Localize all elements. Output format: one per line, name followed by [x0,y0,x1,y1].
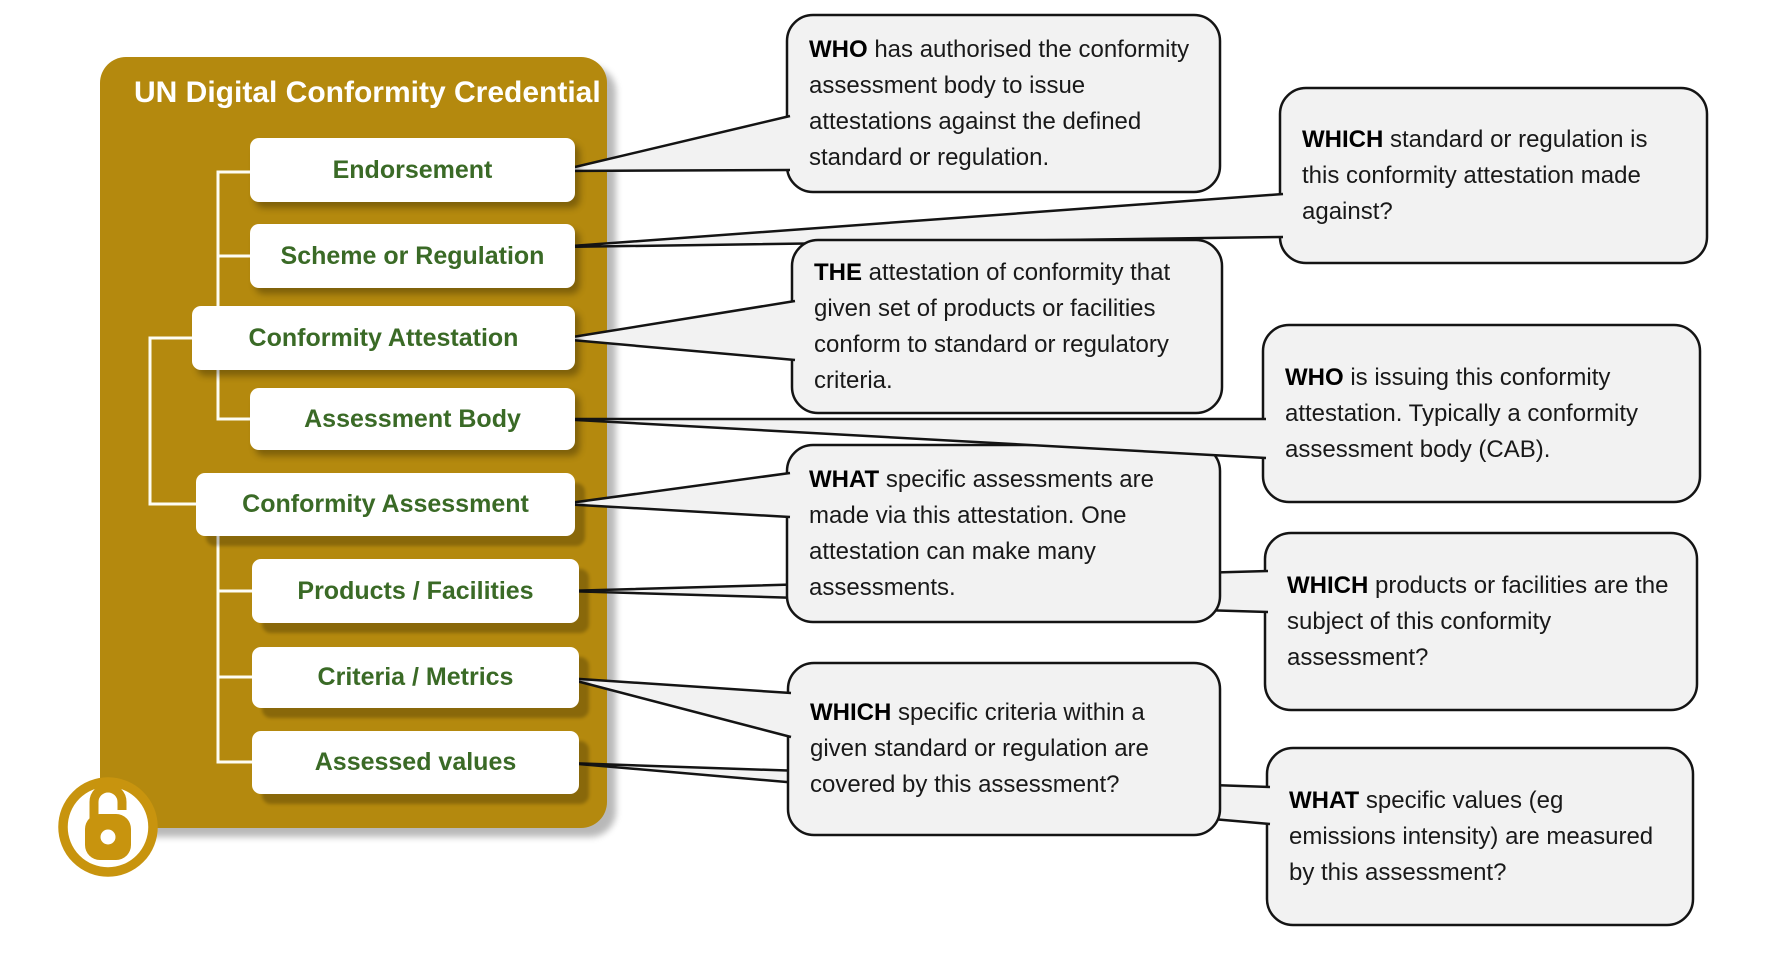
callout-tail [560,471,791,519]
tree-node-label: Scheme or Regulation [280,241,545,270]
callout-tail [558,299,796,362]
callout-which-standard [556,86,1709,265]
callout-text-which-products: WHICH products or facilities are the sub… [1287,543,1675,700]
tree-node-label: Conformity Attestation [248,323,519,352]
callout-the-attestation [558,238,1224,415]
callout-body: specific values (eg emissions intensity)… [1289,786,1654,886]
connector-assessment-children [216,536,252,764]
connector-attestation-body [216,370,250,421]
callout-lead: WHAT [809,465,880,493]
tree-node-label: Criteria / Metrics [317,663,514,691]
callout-body: products or facilities are the subject o… [1287,571,1669,671]
tree-node-scheme-or-regulation: Scheme or Regulation [250,224,575,288]
callout-text-who-authorised: WHO has authorised the conformity assess… [809,25,1198,182]
connector-attestation-assessment [148,336,196,506]
tree-node-label: Assessed values [314,748,517,776]
callout-body: attestation of conformity that given set… [814,258,1171,394]
callout-text-who-issuing: WHO is issuing this conformity attestati… [1285,335,1678,492]
callout-text-which-criteria: WHICH specific criteria within a given s… [810,673,1198,825]
tree-node-products-facilities: Products / Facilities [252,559,579,623]
tree-node-assessment-body: Assessment Body [250,388,575,450]
callout-bubble [1265,746,1695,927]
callout-lead: THE [814,258,862,286]
tree-node-conformity-attestation: Conformity Attestation [192,306,575,370]
tree-node-endorsement: Endorsement [250,138,575,202]
panel-title: UN Digital Conformity Credential [134,76,601,109]
callout-who-issuing [556,323,1702,504]
callout-tail [563,676,792,739]
tree-node-label: Assessment Body [304,404,521,433]
callout-text-the-attestation: THE attestation of conformity that given… [814,250,1200,403]
callout-who-authorised [556,13,1222,194]
tree-node-assessed-values: Assessed values [252,731,579,794]
callout-lead: WHO [809,35,868,63]
callout-lead: WHO [1285,363,1344,391]
tree-node-conformity-assessment: Conformity Assessment [196,473,575,536]
callout-body: specific criteria within a given standar… [810,699,1149,798]
lock-keyhole [100,829,116,845]
tree-node-label: Endorsement [332,155,493,184]
callout-bubble [1261,323,1702,504]
callout-text-which-standard: WHICH standard or regulation is this con… [1302,98,1685,253]
tree-connector-lines [148,170,252,764]
callout-what-assessments [560,443,1222,624]
lock-shackle [89,783,127,818]
callout-body: is issuing this conformity attestation. … [1285,363,1639,463]
tree-node-criteria-metrics: Criteria / Metrics [252,647,579,708]
callout-text-what-values: WHAT specific values (eg emissions inten… [1289,758,1671,915]
tree-node-label: Products / Facilities [297,576,534,605]
callout-lead: WHICH [1287,571,1369,599]
connector-endorsement-scheme [216,170,250,306]
callout-lead: WHICH [1302,125,1384,153]
callout-body: specific assessments are made via this a… [809,465,1154,601]
callout-body: standard or regulation is this conformit… [1302,125,1648,225]
callout-body: has authorised the conformity assessment… [809,35,1190,171]
callout-tail [556,114,791,173]
tree-node-label: Conformity Assessment [242,490,529,518]
callout-bubble [786,661,1222,837]
callout-bubble [785,443,1222,624]
callout-bubble [785,13,1222,194]
callout-bubble [1278,86,1709,265]
callout-bubble [1263,531,1699,712]
callout-lead: WHAT [1289,786,1360,814]
open-padlock-icon [58,777,158,877]
callout-lead: WHICH [810,699,892,726]
callout-text-what-assessments: WHAT specific assessments are made via t… [809,455,1198,612]
